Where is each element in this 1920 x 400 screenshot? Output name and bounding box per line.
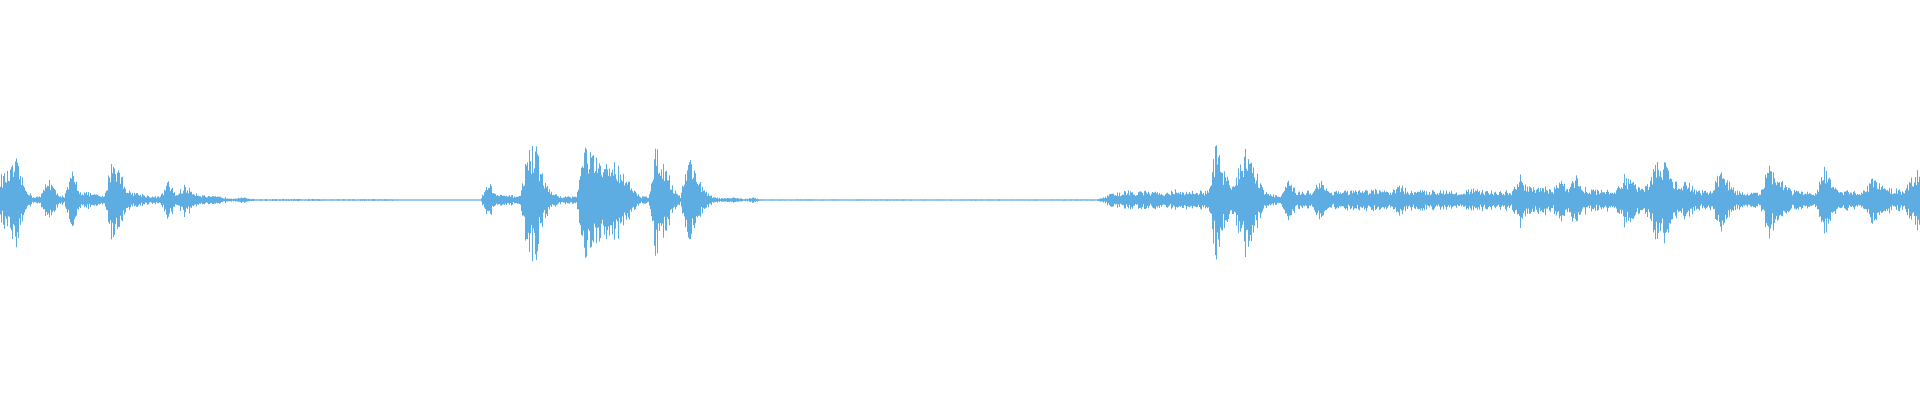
waveform-trace bbox=[0, 145, 1920, 262]
